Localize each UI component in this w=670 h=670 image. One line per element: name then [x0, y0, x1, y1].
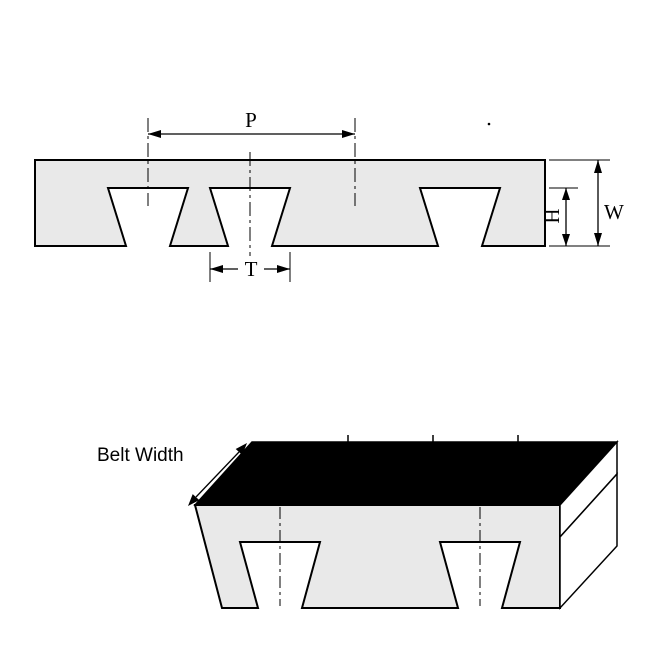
- belt-top-face: [193, 441, 619, 506]
- belt-width-label: Belt Width: [97, 445, 184, 466]
- arrowhead-bottom: [562, 234, 570, 246]
- belt-end-face-tooth: [559, 472, 618, 610]
- belt-3d-view: Belt Width: [97, 435, 619, 610]
- arrowhead-upper: [235, 443, 247, 455]
- belt-cross-section-view: P T H W: [34, 108, 624, 282]
- tooth-height-label: H: [540, 208, 564, 223]
- belt-thickness-dimension: W: [549, 159, 624, 247]
- tooth-width-dimension: T: [209, 252, 291, 282]
- belt-width-dimension: Belt Width: [97, 443, 247, 506]
- belt-profile: [34, 159, 546, 247]
- arrowhead-top: [594, 160, 602, 173]
- pitch-dimension: P: [148, 108, 355, 138]
- arrowhead-bottom: [594, 233, 602, 246]
- belt-thickness-label: W: [604, 200, 624, 224]
- belt-width-dimension-line: [195, 451, 240, 498]
- arrowhead-top: [562, 188, 570, 200]
- arrowhead-left: [148, 130, 161, 138]
- arrowhead-right: [342, 130, 355, 138]
- arrowhead-right: [277, 265, 290, 273]
- belt-front-face: [193, 504, 561, 609]
- speck: [487, 122, 491, 126]
- arrowhead-lower: [188, 494, 200, 506]
- tooth-height-dimension: H: [540, 187, 578, 246]
- arrowhead-left: [210, 265, 223, 273]
- pitch-label: P: [245, 108, 257, 132]
- tooth-width-label: T: [245, 257, 258, 281]
